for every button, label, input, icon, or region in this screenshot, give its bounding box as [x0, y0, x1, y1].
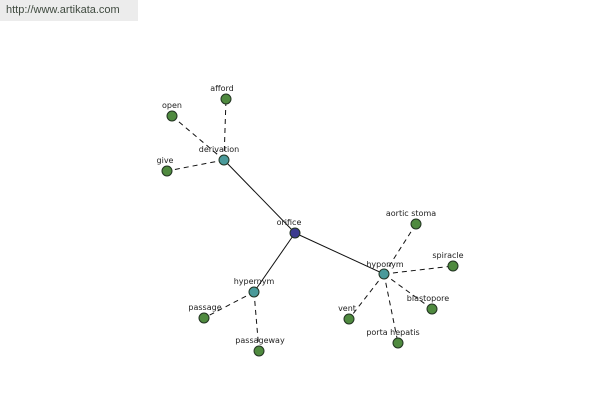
edge-derivation-open [171, 115, 225, 161]
edge-orifice-hyponym [294, 232, 385, 275]
node-label-derivation: derivation [199, 145, 239, 154]
labels-layer: orifice derivation hypernym hyponym afford op… [157, 84, 464, 345]
node-orifice[interactable] [289, 227, 301, 239]
node-afford[interactable] [220, 93, 232, 105]
edge-hyponym-blastopore [383, 273, 433, 310]
edge-hyponym-spiracle [383, 265, 454, 275]
node-porta-hepatis[interactable] [392, 337, 404, 349]
node-label-hypernym: hypernym [234, 277, 275, 286]
edge-derivation-give [166, 159, 225, 172]
node-label-open: open [162, 101, 182, 110]
node-label-hyponym: hyponym [366, 260, 404, 269]
node-label-passage: passage [188, 303, 221, 312]
node-label-vent: vent [338, 304, 356, 313]
node-vent[interactable] [343, 313, 355, 325]
node-hypernym[interactable] [248, 286, 260, 298]
edge-hyponym-porta-hepatis [383, 273, 399, 344]
edge-hypernym-passageway [253, 291, 260, 352]
node-label-give: give [157, 156, 174, 165]
edge-orifice-hypernym [253, 232, 296, 293]
site-url-link[interactable]: http://www.artikata.com [0, 0, 138, 21]
edge-orifice-derivation [223, 159, 296, 234]
node-give[interactable] [161, 165, 173, 177]
node-label-porta-hepatis: porta hepatis [366, 328, 419, 337]
node-label-blastopore: blastopore [407, 294, 449, 303]
node-label-spiracle: spiracle [432, 251, 463, 260]
node-label-afford: afford [210, 84, 234, 93]
node-hyponym[interactable] [378, 268, 390, 280]
edge-hyponym-vent [348, 273, 385, 320]
node-passageway[interactable] [253, 345, 265, 357]
node-label-passageway: passageway [235, 336, 285, 345]
edge-hyponym-aortic-stoma [383, 223, 417, 275]
node-derivation[interactable] [218, 154, 230, 166]
node-blastopore[interactable] [426, 303, 438, 315]
node-aortic-stoma[interactable] [410, 218, 422, 230]
node-open[interactable] [166, 110, 178, 122]
node-spiracle[interactable] [447, 260, 459, 272]
node-label-aortic-stoma: aortic stoma [386, 209, 436, 218]
nodes-layer [161, 93, 459, 357]
node-passage[interactable] [198, 312, 210, 324]
edge-hypernym-passage [203, 291, 255, 319]
node-label-orifice: orifice [277, 218, 302, 227]
edge-derivation-afford [223, 98, 227, 161]
edges-layer [166, 98, 454, 352]
